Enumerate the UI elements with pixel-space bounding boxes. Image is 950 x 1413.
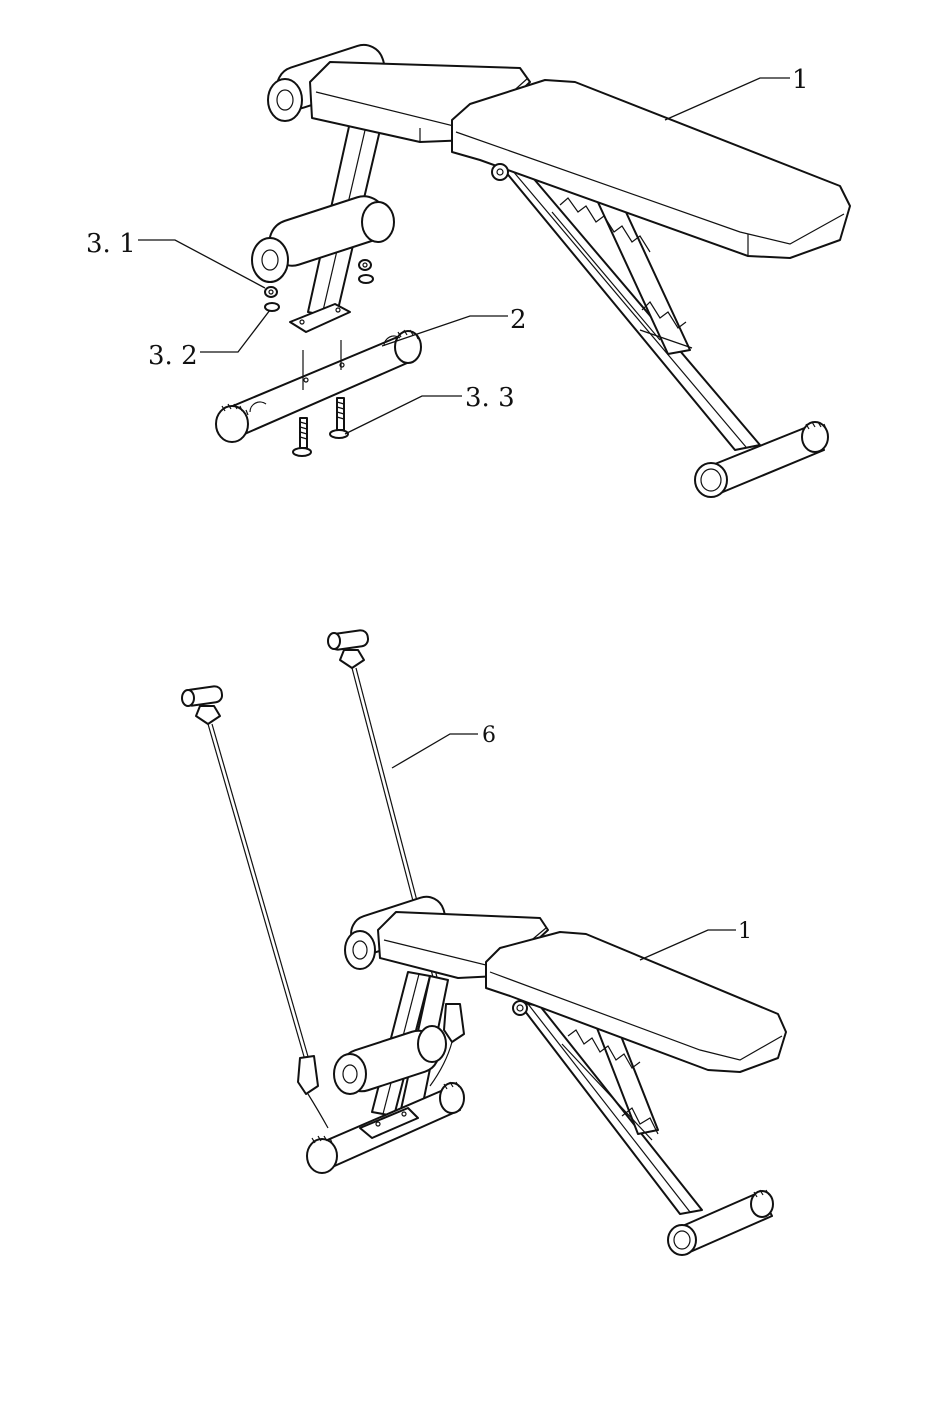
label-bolt: 3. 3 bbox=[465, 383, 515, 413]
bench-pad-assembled bbox=[486, 932, 786, 1072]
rear-foot-tube bbox=[695, 422, 828, 497]
leader-line-bolt bbox=[345, 396, 462, 434]
leader-line-nut bbox=[138, 240, 265, 288]
label-nut: 3. 1 bbox=[86, 229, 136, 259]
front-foot-tube bbox=[216, 330, 421, 442]
diagram-top: 1 2 3. 1 3. 2 3. 3 bbox=[86, 40, 850, 497]
leader-line-resistance-cord bbox=[392, 734, 478, 768]
leader-line-bench-assembled bbox=[640, 930, 736, 960]
label-washer: 3. 2 bbox=[148, 341, 198, 371]
label-resistance-cord: 6 bbox=[482, 723, 496, 748]
label-bench: 1 bbox=[792, 65, 809, 95]
label-foot-tube: 2 bbox=[510, 305, 527, 335]
bench-pad bbox=[452, 80, 850, 258]
leader-line-washer bbox=[200, 310, 270, 352]
leader-line-bench bbox=[665, 78, 790, 120]
diagram-bottom: 6 1 bbox=[182, 629, 786, 1255]
label-bench-assembled: 1 bbox=[738, 919, 752, 944]
